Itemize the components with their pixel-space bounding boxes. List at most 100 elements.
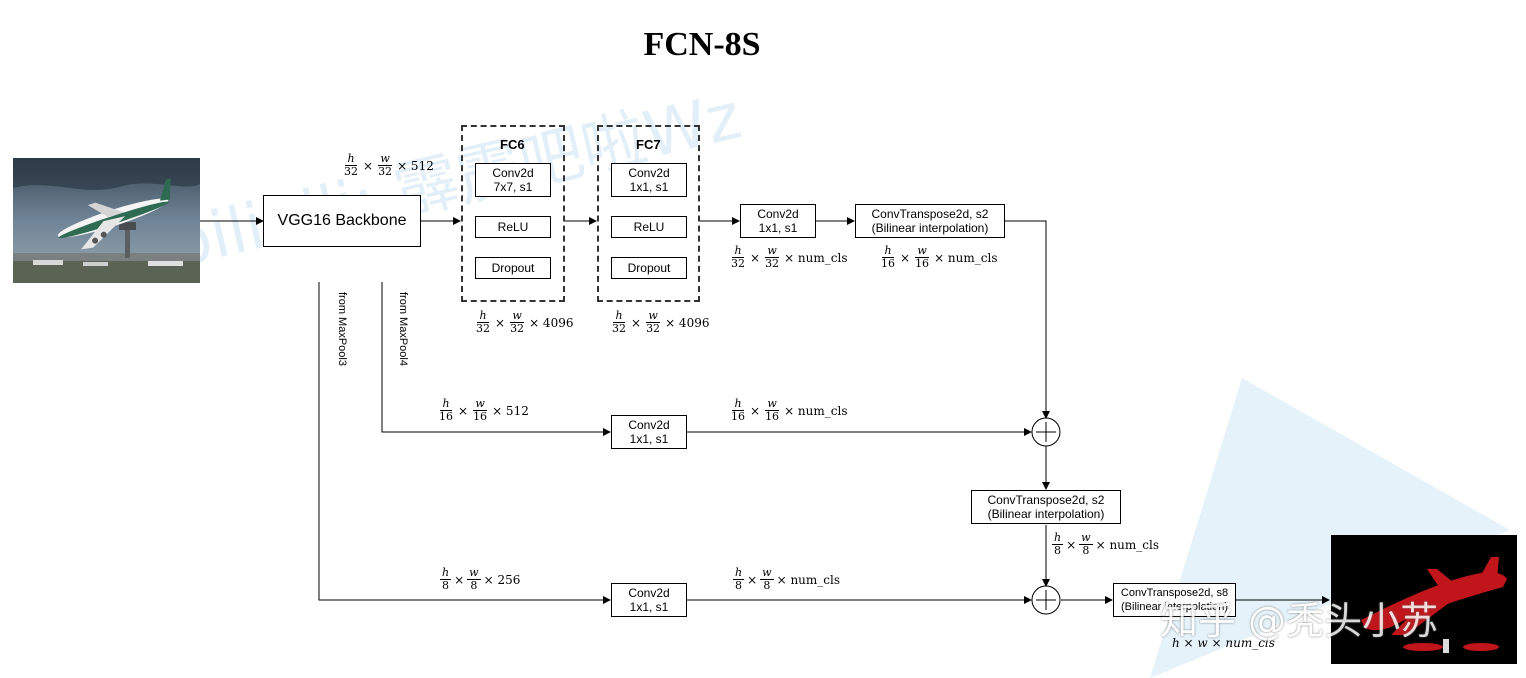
dim-convT-mid-out-h: h	[1052, 531, 1064, 545]
dim-fc7-out-w: w	[646, 309, 660, 323]
input-image	[13, 158, 200, 283]
fc6-relu-label: ReLU	[497, 220, 529, 234]
dim-pool3-in-w: w	[467, 566, 481, 580]
dim-conv-bot-out-wd: 8	[763, 579, 771, 592]
upsample-2x-top-label: ConvTranspose2d, s2	[871, 207, 989, 221]
vgg16-backbone-label: VGG16 Backbone	[277, 212, 407, 229]
dim-conv-top-out-c: × num_cls	[784, 250, 848, 265]
dim-conv-mid-out-c: × num_cls	[784, 403, 848, 418]
input-photo-svg	[13, 158, 200, 283]
score-pool4-conv-label: Conv2d	[628, 418, 670, 432]
dim-pool4-in-hd: 16	[439, 410, 453, 423]
upsample-2x-top-params: (Bilinear interpolation)	[871, 221, 989, 235]
upsample-2x-mid-label: ConvTranspose2d, s2	[987, 493, 1105, 507]
score-pool3-conv-label: Conv2d	[628, 586, 670, 600]
output-mask-svg	[1361, 557, 1507, 653]
dim-backbone-out-wd: 32	[378, 165, 393, 178]
fc6-conv2d-label: Conv2d	[492, 166, 534, 180]
dim-conv-mid-out-x: ×	[750, 403, 761, 418]
dim-convT-top-out-hd: 16	[881, 257, 895, 270]
dim-convT-mid-out-wd: 8	[1082, 544, 1090, 557]
fc6-conv2d-params: 7x7, s1	[493, 180, 533, 194]
dim-pool3-in-wd: 8	[470, 579, 478, 592]
dim-pool4-in-c: × 512	[492, 403, 529, 418]
upsample-8x-box: ConvTranspose2d, s8 (Bilinear interpolat…	[1113, 583, 1236, 617]
dim-convT-top-out-w: w	[915, 244, 929, 258]
dim-fc7-out-x: ×	[631, 315, 642, 330]
score-pool3-conv-box: Conv2d 1x1, s1	[611, 583, 687, 617]
vgg16-backbone-box: VGG16 Backbone	[263, 195, 421, 247]
dim-pool3-in-c: × 256	[483, 572, 521, 587]
dim-conv-mid-out-wd: 16	[765, 410, 780, 423]
dim-conv-bot-out-w: w	[760, 566, 774, 580]
dim-backbone-out-w: w	[378, 152, 392, 166]
fc6-dropout-label: Dropout	[491, 261, 535, 275]
fc7-group	[597, 125, 700, 302]
dim-conv-top-out-wd: 32	[765, 257, 780, 270]
dim-conv-bot-out-c: × num_cls	[776, 572, 840, 587]
edge-pool4-conv	[381, 282, 611, 436]
dim-conv-top-out-x: ×	[750, 250, 761, 265]
dim-final-out: h × w × num_cls	[1172, 636, 1275, 650]
dim-conv-bot-out-h: h	[733, 566, 745, 580]
fc7-conv2d-box: Conv2d 1x1, s1	[611, 163, 687, 197]
dim-pool4-in-h: h	[440, 397, 452, 411]
dim-conv-mid-out-hd: 16	[731, 410, 745, 423]
dim-conv-top-out-hd: 32	[731, 257, 745, 270]
edge-pool3-conv	[318, 282, 611, 604]
dim-fc6-out-hd: 32	[476, 322, 490, 335]
edge-convT-plus1	[1005, 220, 1050, 419]
dim-fc6-out-w: w	[510, 309, 524, 323]
dim-convT-top-out-c: × num_cls	[934, 250, 998, 265]
dim-convT-mid-out-x: ×	[1066, 537, 1077, 552]
upsample-2x-mid-box: ConvTranspose2d, s2 (Bilinear interpolat…	[971, 490, 1121, 524]
dim-fc7-out-hd: 32	[612, 322, 626, 335]
upsample-8x-params: (Bilinear interpolation)	[1121, 601, 1228, 613]
fc6-dropout-box: Dropout	[475, 257, 551, 279]
from-maxpool4-label: from MaxPool4	[397, 292, 409, 366]
diagram-title: FCN-8S	[643, 26, 761, 63]
dim-conv-mid-out-h: h	[732, 397, 744, 411]
dim-convT-mid-out-hd: 8	[1054, 544, 1062, 557]
fc7-relu-label: ReLU	[633, 220, 665, 234]
upsample-8x-label: ConvTranspose2d, s8	[1120, 587, 1229, 599]
fc7-conv2d-params: 1x1, s1	[629, 180, 669, 194]
score-fr-conv-box: Conv2d 1x1, s1	[740, 204, 816, 238]
dim-pool3-in-x: ×	[454, 572, 465, 587]
dim-convT-mid-out-w: w	[1079, 531, 1093, 545]
fc7-dropout-box: Dropout	[611, 257, 687, 279]
score-pool3-conv-params: 1x1, s1	[629, 600, 669, 614]
dim-fc7-out-h: h	[613, 309, 625, 323]
fc6-title: FC6	[500, 137, 525, 152]
dim-convT-top-out-x: ×	[900, 250, 911, 265]
dim-conv-mid-out-w: w	[765, 397, 779, 411]
dim-fc6-out-wd: 32	[510, 322, 525, 335]
dim-backbone-out-x: ×	[363, 158, 374, 173]
dim-fc6-out-c: × 4096	[529, 315, 574, 330]
dim-conv-bot-out-hd: 8	[735, 579, 743, 592]
score-pool4-conv-box: Conv2d 1x1, s1	[611, 415, 687, 449]
dim-backbone-out-hd: 32	[344, 165, 358, 178]
output-segmentation-image	[1331, 535, 1517, 664]
dim-conv-top-out-w: w	[765, 244, 779, 258]
score-pool4-conv-params: 1x1, s1	[629, 432, 669, 446]
dim-convT-top-out-h: h	[882, 244, 894, 258]
dim-fc7-out-c: × 4096	[665, 315, 710, 330]
dim-pool4-in-wd: 16	[473, 410, 488, 423]
from-maxpool3-label: from MaxPool3	[336, 292, 348, 366]
dim-pool4-in-x: ×	[458, 403, 469, 418]
fc6-group	[461, 125, 565, 302]
upsample-2x-top-box: ConvTranspose2d, s2 (Bilinear interpolat…	[855, 204, 1005, 238]
dim-pool3-in-h: h	[440, 566, 452, 580]
dim-fc6-out-h: h	[477, 309, 489, 323]
score-fr-conv-params: 1x1, s1	[758, 221, 798, 235]
